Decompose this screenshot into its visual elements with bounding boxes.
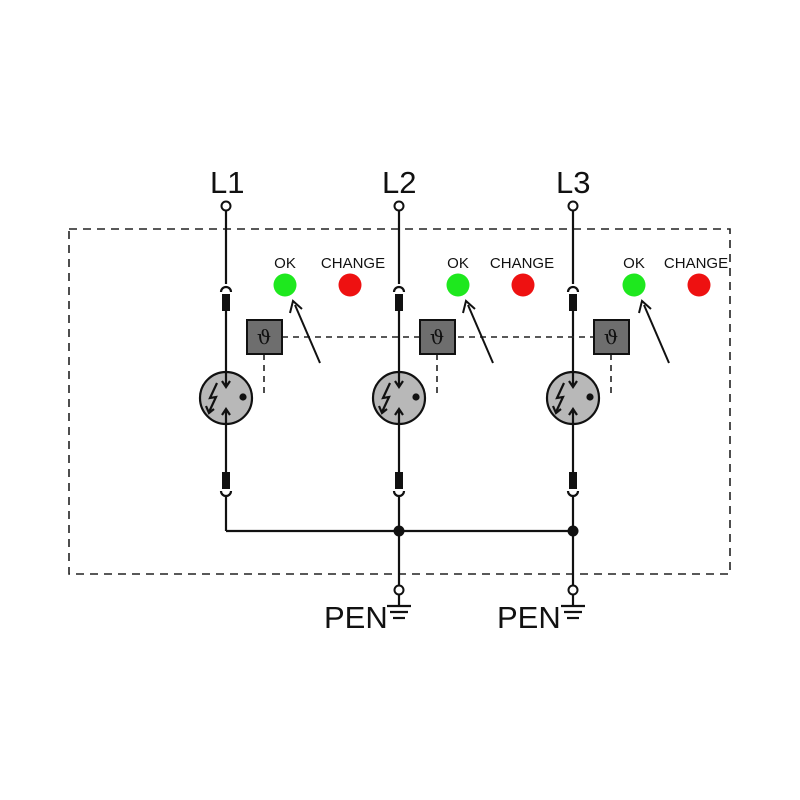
- change-indicator-light: [687, 273, 711, 297]
- pen-terminal-1: PEN: [324, 584, 411, 635]
- indicator-group-l1: OK CHANGE: [273, 255, 385, 364]
- phase-column-l3: L3: [556, 165, 590, 585]
- thermal-disconnector-l2: ϑ: [419, 319, 456, 355]
- pen-label: PEN: [324, 600, 388, 635]
- phase-label-l2: L2: [382, 165, 416, 200]
- ok-indicator-light: [622, 273, 646, 297]
- thermal-symbol: ϑ: [604, 325, 618, 349]
- fuse-bottom-l1: [222, 472, 230, 489]
- varistor-l1: [198, 370, 254, 426]
- phase-label-l1: L1: [210, 165, 244, 200]
- junction-dot-l3: [567, 525, 579, 537]
- change-label: CHANGE: [490, 255, 554, 272]
- thermal-symbol: ϑ: [430, 325, 444, 349]
- fuse-bottom-l3: [569, 472, 577, 489]
- change-indicator-light: [511, 273, 535, 297]
- change-label: CHANGE: [321, 255, 385, 272]
- terminal-l2: [393, 200, 405, 212]
- junction-dot-l2: [393, 525, 405, 537]
- thermal-symbol: ϑ: [257, 325, 271, 349]
- ok-indicator-light: [273, 273, 297, 297]
- ok-indicator-light: [446, 273, 470, 297]
- fuse-top-l2: [395, 294, 403, 311]
- terminal-l3: [567, 200, 579, 212]
- thermal-disconnector-l3: ϑ: [593, 319, 630, 355]
- fuse-top-l3: [569, 294, 577, 311]
- pen-label: PEN: [497, 600, 561, 635]
- indicator-arrow: [294, 304, 321, 364]
- phase-column-l2: L2: [382, 165, 416, 585]
- indicator-arrow: [643, 304, 670, 364]
- phase-label-l3: L3: [556, 165, 590, 200]
- pen-terminal-2: PEN: [497, 584, 585, 635]
- change-indicator-light: [338, 273, 362, 297]
- change-label: CHANGE: [664, 255, 728, 272]
- indicator-arrow: [467, 304, 494, 364]
- varistor-l3: [545, 370, 601, 426]
- indicator-group-l2: OK CHANGE: [446, 255, 554, 364]
- terminal-l1: [220, 200, 232, 212]
- fuse-top-l1: [222, 294, 230, 311]
- ok-label: OK: [447, 255, 469, 272]
- ok-label: OK: [274, 255, 296, 272]
- ok-label: OK: [623, 255, 645, 272]
- thermal-disconnector-l1: ϑ: [246, 319, 283, 355]
- varistor-l2: [371, 370, 427, 426]
- phase-column-l1: L1: [210, 165, 244, 531]
- indicator-group-l3: OK CHANGE: [622, 255, 728, 364]
- fuse-bottom-l2: [395, 472, 403, 489]
